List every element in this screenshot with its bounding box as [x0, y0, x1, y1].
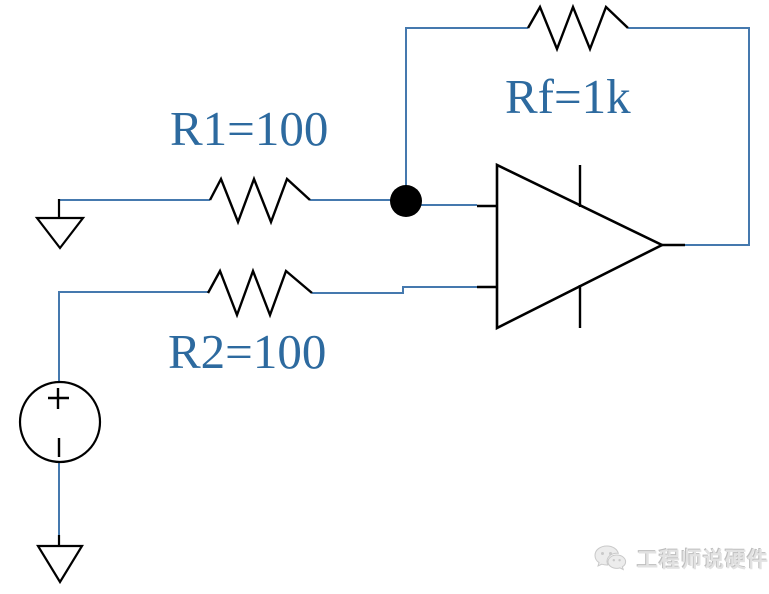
- resistor-r2: [206, 267, 313, 319]
- watermark: 工程师说硬件: [592, 543, 769, 575]
- ground-triangle-icon: [34, 216, 86, 250]
- watermark-text: 工程师说硬件: [637, 549, 769, 572]
- label-r1: R1=100: [170, 101, 329, 156]
- voltage-source-symbol: [18, 380, 102, 464]
- ground-symbol-top-left: [34, 199, 86, 250]
- wire-source-to-r2: [58, 291, 208, 382]
- label-r2: R2=100: [168, 324, 327, 379]
- ground-symbol-bottom-left: [36, 535, 84, 585]
- wechat-icon: [594, 545, 627, 571]
- label-rf: Rf=1k: [505, 69, 631, 124]
- ground-triangle-icon: [36, 544, 84, 585]
- opamp-symbol: [477, 162, 685, 331]
- plus-mark-icon: [48, 388, 69, 409]
- voltage-source-circle: [18, 380, 102, 464]
- wire-network: [58, 27, 750, 535]
- resistors: [206, 3, 629, 319]
- junction-dot: [390, 185, 422, 217]
- wire-feedback-left: [405, 27, 528, 201]
- wire-r2-to-noninverting-input: [312, 286, 477, 294]
- wire-feedback-right: [628, 27, 750, 246]
- resistor-rf: [526, 3, 629, 53]
- resistor-r1: [208, 175, 311, 226]
